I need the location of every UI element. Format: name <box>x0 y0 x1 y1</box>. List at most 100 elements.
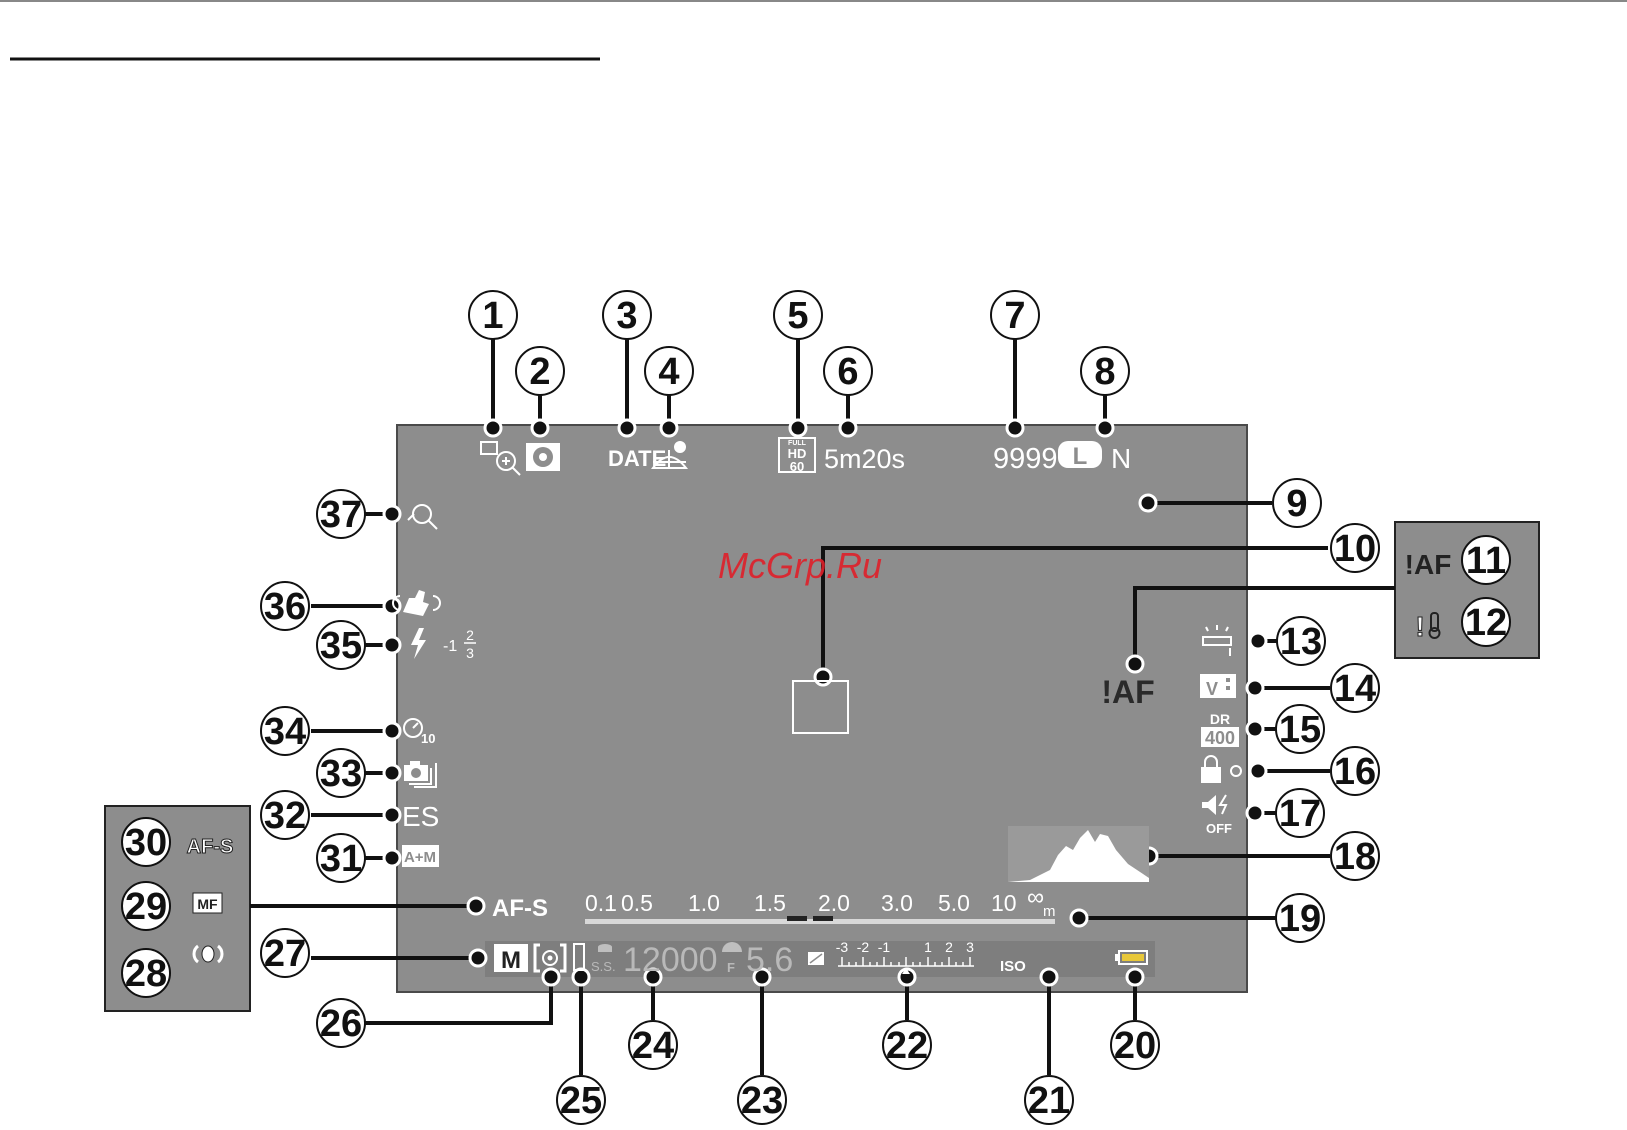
callout-5: 5 <box>774 291 822 339</box>
callout-label: 37 <box>320 494 362 536</box>
aperture-value: 5.6 <box>746 941 793 979</box>
distance-0-5: 0.5 <box>621 890 653 916</box>
distance-0-1: 0.1 <box>585 890 617 916</box>
callout-11: 11 <box>1462 536 1510 584</box>
image-size-label: L <box>1073 443 1088 470</box>
callout-label: 24 <box>632 1025 674 1067</box>
callout-36: 36 <box>261 582 309 630</box>
callout-label: 15 <box>1279 709 1321 751</box>
dynamic-range-label: DR <box>1210 711 1230 727</box>
image-quality-label: N <box>1111 443 1131 474</box>
frames-remaining: 9999 <box>993 443 1058 475</box>
callout-label: 13 <box>1280 621 1322 663</box>
svg-text:!: ! <box>1415 611 1424 642</box>
callout-28: 28 <box>122 949 170 997</box>
callout-label: 11 <box>1466 540 1506 582</box>
callout-29: 29 <box>122 882 170 930</box>
callout-label: 28 <box>125 953 167 995</box>
exposure-pos-2: 2 <box>945 939 953 955</box>
callout-32: 32 <box>261 791 309 839</box>
distance-unit: m <box>1043 903 1056 920</box>
callout-label: 6 <box>837 351 858 393</box>
callout-27: 27 <box>261 929 309 977</box>
callout-label: 9 <box>1286 483 1307 525</box>
exposure-pos-1: 1 <box>924 939 932 955</box>
callout-label: 19 <box>1279 898 1321 940</box>
distance-2-0: 2.0 <box>818 890 850 916</box>
callout-4: 4 <box>645 347 693 395</box>
distance-infinity: ∞ <box>1027 884 1044 911</box>
exposure-neg-3: -3 <box>836 939 849 955</box>
af-warning-label: !AF <box>1101 674 1154 710</box>
callout-label: 5 <box>787 295 808 337</box>
callout-2: 2 <box>516 347 564 395</box>
callout-12: 12 <box>1462 598 1510 646</box>
distance-1-0: 1.0 <box>688 890 720 916</box>
shutter-type-icon <box>526 443 560 471</box>
callout-14: 14 <box>1331 664 1379 712</box>
callout-30: 30 <box>122 818 170 866</box>
callout-26: 26 <box>317 999 365 1047</box>
callout-7: 7 <box>991 291 1039 339</box>
callout-31: 31 <box>317 834 365 882</box>
callout-label: 29 <box>125 886 167 928</box>
callout-23: 23 <box>738 1076 786 1124</box>
shutter-speed-value: 12000 <box>623 941 718 979</box>
shooting-mode-label: M <box>501 947 521 974</box>
distance-10: 10 <box>991 890 1017 916</box>
film-simulation-icon: V <box>1200 674 1236 699</box>
movie-fps-label: 60 <box>790 459 804 474</box>
callout-label: 2 <box>529 351 550 393</box>
self-timer-value: 10 <box>421 731 435 746</box>
callout-label: 4 <box>658 351 679 393</box>
callout-label: 23 <box>741 1080 783 1122</box>
distance-1-5: 1.5 <box>754 890 786 916</box>
exposure-pos-3: 3 <box>966 939 974 955</box>
shutter-speed-label: S.S. <box>591 959 616 974</box>
callout-6: 6 <box>824 347 872 395</box>
callout-label: 22 <box>886 1025 928 1067</box>
am-label: A+M <box>404 849 436 866</box>
callout-label: 25 <box>560 1080 602 1122</box>
distance-indicator-right <box>813 916 833 921</box>
record-time: 5m20s <box>824 444 905 474</box>
callout-label: 8 <box>1094 351 1115 393</box>
callout-19: 19 <box>1276 894 1324 942</box>
callout-17: 17 <box>1276 789 1324 837</box>
exposure-compensation-icon <box>808 952 824 965</box>
sound-off-label: OFF <box>1206 821 1232 836</box>
callout-37: 37 <box>317 490 365 538</box>
iso-label: ISO <box>1000 958 1026 975</box>
histogram-icon <box>1008 826 1149 882</box>
callout-3: 3 <box>603 291 651 339</box>
callout-8: 8 <box>1081 347 1129 395</box>
focus-mode-label: AF-S <box>492 895 548 922</box>
flash-comp-num: 2 <box>466 627 474 643</box>
callout-label: 7 <box>1004 295 1025 337</box>
callout-20: 20 <box>1111 1021 1159 1069</box>
callout-label: 14 <box>1334 668 1376 710</box>
callout-label: 36 <box>264 586 306 628</box>
callout-label: 35 <box>320 625 362 667</box>
exposure-neg-2: -2 <box>857 939 870 955</box>
distance-3-0: 3.0 <box>881 890 913 916</box>
callout-label: 17 <box>1279 793 1321 835</box>
callout-label: 16 <box>1334 751 1376 793</box>
flash-comp-den: 3 <box>466 645 474 661</box>
callout-label: 12 <box>1465 602 1507 644</box>
callout-35: 35 <box>317 621 365 669</box>
inset-afs-label: AF-S <box>187 836 234 858</box>
callout-label: 20 <box>1114 1025 1156 1067</box>
callout-15: 15 <box>1276 705 1324 753</box>
distance-indicator-left <box>787 916 807 921</box>
callout-label: 33 <box>320 753 362 795</box>
callout-label: 3 <box>616 295 637 337</box>
callout-34: 34 <box>261 707 309 755</box>
callout-33: 33 <box>317 749 365 797</box>
callout-label: 27 <box>264 933 306 975</box>
shutter-mode-label: ES <box>402 801 439 832</box>
watermark-text: McGrp.Ru <box>718 545 882 586</box>
exposure-neg-1: -1 <box>878 939 891 955</box>
callout-label: 31 <box>320 838 362 880</box>
